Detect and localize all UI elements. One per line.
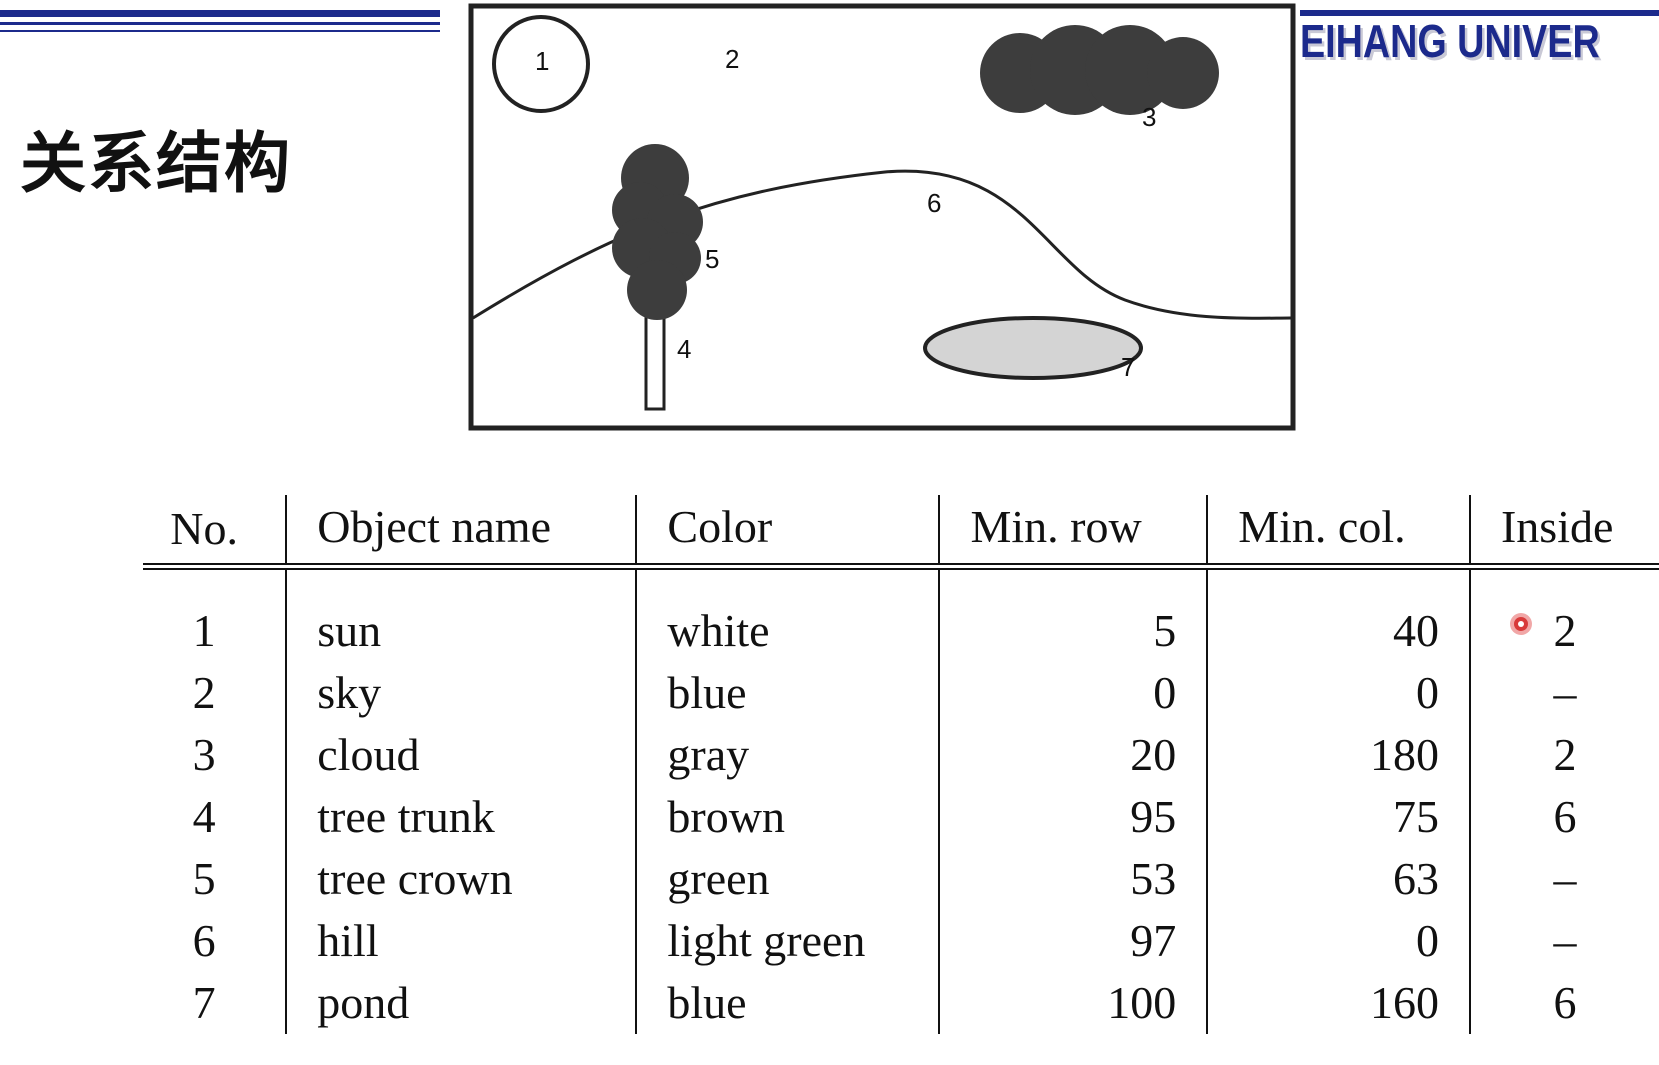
cell-color: gray [635,724,940,786]
cloud-shape [980,25,1219,115]
cell-no: 5 [192,853,216,904]
cell-min-col: 0 [1206,910,1470,972]
banner-rule [1300,10,1659,16]
cell-no: 1 [192,605,216,656]
cell-color: light green [635,910,940,972]
university-banner: EIHANG UNIVER [1300,15,1600,67]
cell-color: green [635,848,940,910]
header-min-row: Min. row [938,495,1208,567]
cell-object-name: pond [285,972,637,1034]
scene-illustration: 1 2 3 4 5 6 7 [468,3,1296,431]
cell-no: 4 [192,791,216,842]
cell-object-name: tree crown [285,848,637,910]
label-3: 3 [1142,102,1156,132]
pointer-cursor [1514,617,1528,631]
cell-min-col: 180 [1206,724,1470,786]
cell-min-col: 75 [1206,786,1470,848]
cell-object-name: cloud [285,724,637,786]
cell-color: blue [635,662,940,724]
cell-min-col: 63 [1206,848,1470,910]
cell-min-row: 20 [938,724,1208,786]
header-min-col: Min. col. [1206,495,1470,567]
slide-title: 关系结构 [20,125,292,202]
cell-inside: 2 [1468,566,1659,662]
header-inside: Inside [1468,495,1659,567]
label-1: 1 [535,46,549,76]
cell-no: 7 [192,977,216,1028]
cell-min-row: 97 [938,910,1208,972]
cell-min-col: 160 [1206,972,1470,1034]
cell-min-row: 100 [938,972,1208,1034]
cell-color: brown [635,786,940,848]
header-no: No. [170,503,238,554]
cell-inside: 6 [1468,972,1659,1034]
cell-no: 3 [192,729,216,780]
cell-no: 2 [192,667,216,718]
cell-inside: – [1468,662,1659,724]
cell-color: white [635,566,940,662]
cell-min-col: 40 [1206,566,1470,662]
cell-inside: 6 [1468,786,1659,848]
object-table: No. Object name Color Min. row Min. col.… [143,495,1659,1034]
cell-min-row: 53 [938,848,1208,910]
header-rules [0,10,440,32]
header-object-name: Object name [285,495,637,567]
tree-crown-shape [612,144,703,320]
cell-object-name: hill [285,910,637,972]
cell-min-row: 5 [938,566,1208,662]
cell-no: 6 [192,915,216,966]
pond-shape [923,316,1143,380]
cell-min-row: 95 [938,786,1208,848]
cell-min-col: 0 [1206,662,1470,724]
cell-min-row: 0 [938,662,1208,724]
label-6: 6 [927,188,941,218]
cell-inside: – [1468,910,1659,972]
tree-trunk-shape [644,313,666,411]
cell-object-name: sky [285,662,637,724]
cell-inside: 2 [1468,724,1659,786]
label-5: 5 [705,244,719,274]
cell-object-name: sun [285,566,637,662]
header-color: Color [635,495,940,567]
label-4: 4 [677,334,691,364]
sun-shape [492,15,590,113]
label-2: 2 [725,44,739,74]
cell-color: blue [635,972,940,1034]
table-header-row: No. Object name Color Min. row Min. col.… [143,495,1659,567]
cell-inside: – [1468,848,1659,910]
cell-object-name: tree trunk [285,786,637,848]
label-7: 7 [1121,352,1135,382]
